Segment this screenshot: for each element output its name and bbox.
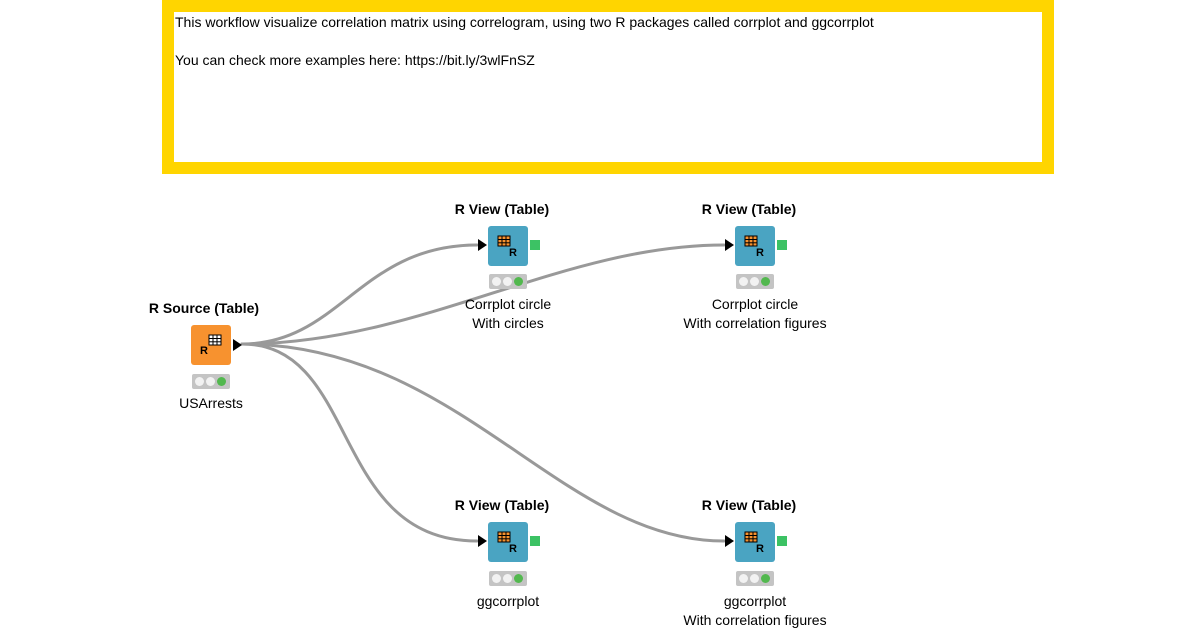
r-view-table-icon: R bbox=[744, 531, 764, 553]
svg-text:R: R bbox=[509, 543, 517, 553]
view1-label-line-1: Corrplot circle bbox=[464, 296, 552, 312]
status-light-red bbox=[492, 277, 501, 286]
status-light-green bbox=[514, 277, 523, 286]
status-light-red bbox=[195, 377, 204, 386]
view4-node-title: R View (Table) bbox=[701, 497, 797, 513]
view2-label-line-1: Corrplot circle bbox=[711, 296, 799, 312]
r-view-table-icon: R bbox=[744, 235, 764, 257]
workflow-annotation[interactable]: This workflow visualize correlation matr… bbox=[162, 0, 1054, 174]
view3-label-line-1: ggcorrplot bbox=[476, 593, 540, 609]
source-node-label[interactable]: USArrests bbox=[101, 394, 321, 413]
svg-text:R: R bbox=[756, 543, 764, 553]
svg-text:R: R bbox=[200, 345, 208, 356]
r-source-table-node[interactable]: R bbox=[191, 325, 231, 365]
status-light-green bbox=[761, 277, 770, 286]
view1-output-port[interactable] bbox=[530, 240, 540, 250]
view2-output-port[interactable] bbox=[777, 240, 787, 250]
view2-label-line-2: With correlation figures bbox=[683, 315, 827, 331]
r-view-table-icon: R bbox=[497, 531, 517, 553]
view2-input-port[interactable] bbox=[725, 239, 734, 251]
view1-label-line-2: With circles bbox=[472, 315, 544, 331]
view1-node-label[interactable]: Corrplot circle With circles bbox=[398, 295, 618, 333]
annotation-line-1: This workflow visualize correlation matr… bbox=[175, 14, 874, 30]
svg-text:R: R bbox=[509, 247, 517, 257]
r-view-table-node-3[interactable]: R bbox=[488, 522, 528, 562]
view4-input-port[interactable] bbox=[725, 535, 734, 547]
view3-node-label[interactable]: ggcorrplot bbox=[398, 592, 618, 611]
view1-status-indicator bbox=[489, 274, 527, 289]
source-output-port[interactable] bbox=[233, 339, 242, 351]
r-view-table-icon: R bbox=[497, 235, 517, 257]
source-node-title: R Source (Table) bbox=[148, 300, 260, 316]
status-light-yellow bbox=[206, 377, 215, 386]
view4-label-line-1: ggcorrplot bbox=[723, 593, 787, 609]
svg-text:R: R bbox=[756, 247, 764, 257]
source-label-line-1: USArrests bbox=[179, 395, 243, 411]
r-source-table-icon: R bbox=[200, 334, 222, 356]
view2-node-label[interactable]: Corrplot circle With correlation figures bbox=[645, 295, 865, 333]
status-light-green bbox=[761, 574, 770, 583]
status-light-red bbox=[492, 574, 501, 583]
view3-status-indicator bbox=[489, 571, 527, 586]
view3-output-port[interactable] bbox=[530, 536, 540, 546]
status-light-yellow bbox=[750, 277, 759, 286]
status-light-yellow bbox=[503, 574, 512, 583]
r-view-table-node-2[interactable]: R bbox=[735, 226, 775, 266]
source-status-indicator bbox=[192, 374, 230, 389]
view4-output-port[interactable] bbox=[777, 536, 787, 546]
status-light-yellow bbox=[503, 277, 512, 286]
status-light-green bbox=[217, 377, 226, 386]
view4-node-label[interactable]: ggcorrplot With correlation figures bbox=[645, 592, 865, 630]
view4-label-line-2: With correlation figures bbox=[683, 612, 827, 628]
status-light-yellow bbox=[750, 574, 759, 583]
status-light-red bbox=[739, 574, 748, 583]
view3-node-title: R View (Table) bbox=[454, 497, 550, 513]
view2-status-indicator bbox=[736, 274, 774, 289]
r-view-table-node-4[interactable]: R bbox=[735, 522, 775, 562]
view1-node-title: R View (Table) bbox=[454, 201, 550, 217]
status-light-red bbox=[739, 277, 748, 286]
status-light-green bbox=[514, 574, 523, 583]
view3-input-port[interactable] bbox=[478, 535, 487, 547]
view4-status-indicator bbox=[736, 571, 774, 586]
annotation-line-2: You can check more examples here: https:… bbox=[175, 52, 535, 68]
r-view-table-node-1[interactable]: R bbox=[488, 226, 528, 266]
view1-input-port[interactable] bbox=[478, 239, 487, 251]
view2-node-title: R View (Table) bbox=[701, 201, 797, 217]
